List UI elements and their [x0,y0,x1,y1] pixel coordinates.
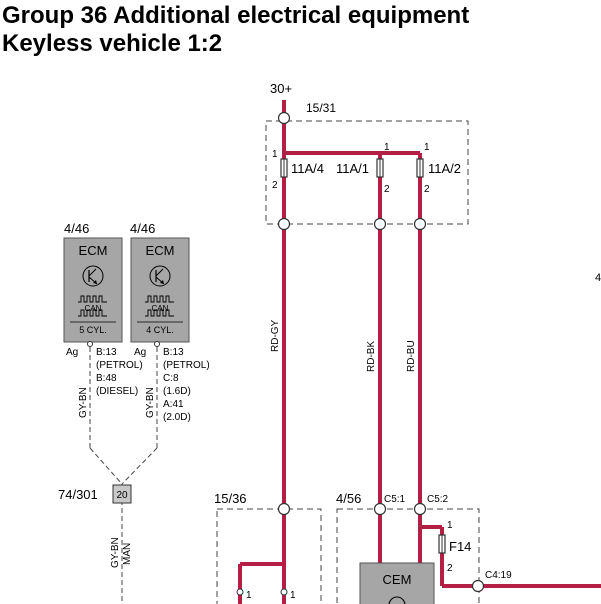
cem-outline [336,508,480,604]
ecm-right-ground: Ag [134,347,146,358]
ecm-right-pin [154,341,160,347]
ecm-merge-lines [89,447,158,604]
supply-node [277,111,291,125]
fuse-f14 [438,534,446,554]
fuse-label-11a1: 11A/1 [336,161,369,176]
pin-label: 1 [290,590,296,601]
cem-ref: 4/56 [336,491,361,506]
fuse-11a4 [280,158,288,178]
pin-label: 2 [447,563,453,574]
module-1536-outline [216,508,322,604]
pin-label: 1 [246,590,252,601]
fuse-11a2 [416,158,424,178]
ecm-right-can: CAN [152,304,169,313]
cem-conn2: C5:2 [427,494,449,505]
can-signal-icon [78,295,107,317]
connector-node [413,217,427,231]
ecm-right-wire-label: GY-BN [145,387,156,418]
pin-label: 1 [272,149,278,160]
ecm-right-box [130,237,190,343]
pin-label: 1 [424,142,430,153]
connector-node [373,217,387,231]
wire-label-rd-bu: RD-BU [406,340,417,372]
wire-label-rd-gy: RD-GY [270,319,281,352]
junction-box [112,484,132,504]
transistor-icon [149,265,171,287]
ecm-left-ref: 4/46 [64,221,89,236]
connector-node [373,502,387,516]
module-1536-label: 15/36 [214,491,247,506]
ecm-right-ref: 4/46 [130,221,155,236]
ecm-left-can: CAN [85,304,102,313]
connector-node [280,588,288,596]
fusebox-outline [265,120,469,225]
supply-label: 30+ [270,81,292,96]
fusebox-label: 15/31 [306,101,336,115]
junction-wire-label-2: MAN [122,543,133,565]
ecm-right-pin-4: A:41 [163,399,184,410]
edge-mark: 4 [595,272,601,284]
connector-node [277,502,291,516]
cem-name: CEM [383,572,412,587]
junction-ref: 74/301 [58,487,98,502]
transistor-icon [388,596,406,604]
page-subtitle: Keyless vehicle 1:2 [2,30,223,57]
fuse-label-11a4: 11A/4 [291,161,324,176]
wire-label-rd-bk: RD-BK [366,341,377,372]
fuse-11a1 [376,158,384,178]
page-title: Group 36 Additional electrical equipment [2,2,470,29]
ecm-right-pin-3: (1.6D) [163,386,191,397]
ecm-left-name: ECM [79,243,108,258]
ecm-right-pin-5: (2.0D) [163,412,191,423]
ecm-left-box [63,237,123,343]
fuse-label-11a2: 11A/2 [428,161,461,176]
ecm-right-name: ECM [146,243,175,258]
pin-label: 1 [384,142,390,153]
connector-node [471,579,485,593]
connector-node [413,502,427,516]
connector-node [277,217,291,231]
ecm-left-ground: Ag [66,347,78,358]
fuse-label-f14: F14 [449,539,471,554]
ecm-left-pin-1: (PETROL) [96,360,143,371]
cem-conn1: C5:1 [384,494,406,505]
ecm-left-pin-2: B:48 [96,373,117,384]
pin-label: 2 [424,184,430,195]
transistor-icon [82,265,104,287]
ecm-left-pin [87,341,93,347]
can-signal-icon [145,295,174,317]
ecm-right-variant: 4 CYL. [146,325,174,335]
cem-out: C4:19 [485,570,512,581]
ecm-left-pin-3: (DIESEL) [96,386,138,397]
junction-wire-label: GY-BN [110,537,121,568]
ecm-left-wire-label: GY-BN [78,387,89,418]
junction-pin: 20 [116,490,128,501]
ecm-right-pin-2: C:8 [163,373,179,384]
ecm-right-pin-0: B:13 [163,347,184,358]
pin-label: 1 [447,520,453,531]
ecm-right-pin-1: (PETROL) [163,360,210,371]
ecm-left-pin-0: B:13 [96,347,117,358]
pin-label: 2 [384,184,390,195]
ecm-left-variant: 5 CYL. [79,325,107,335]
connector-node [236,588,244,596]
pin-label: 2 [272,180,278,191]
